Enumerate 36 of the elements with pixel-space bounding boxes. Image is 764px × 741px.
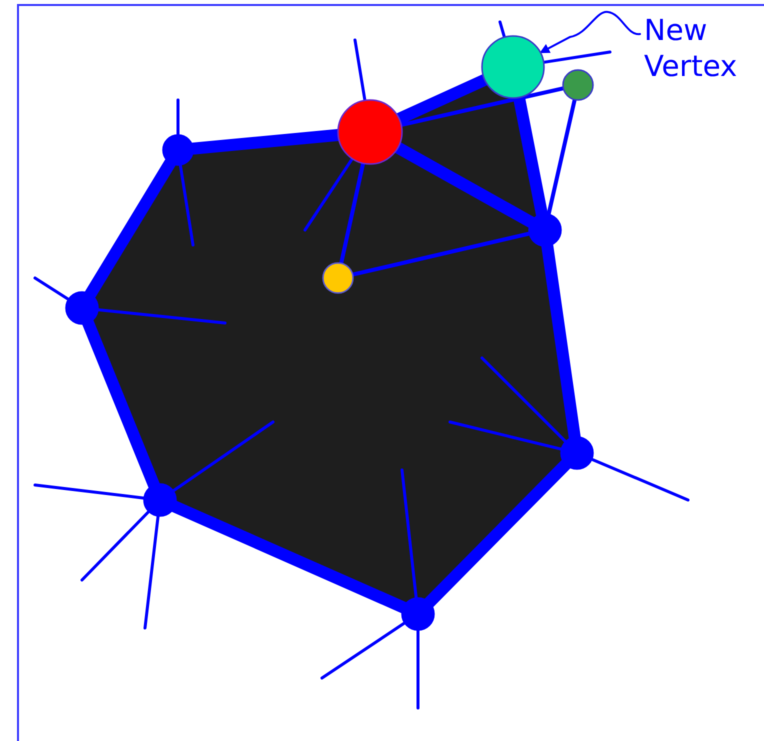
mesh-line: [354, 38, 366, 102]
mesh-line: [96, 308, 226, 324]
vertex-dot: [560, 436, 594, 470]
mesh-line: [339, 161, 366, 266]
vertex-dot: [481, 35, 545, 99]
vertex-dot: [337, 99, 403, 165]
mesh-line: [448, 420, 563, 451]
mesh-line: [498, 20, 506, 39]
vertex-dot: [162, 134, 194, 166]
callout-label: New Vertex: [644, 12, 738, 84]
mesh-line: [590, 458, 690, 502]
vertex-dot: [528, 213, 562, 247]
mesh-line: [172, 420, 274, 492]
vertex-dot: [562, 69, 594, 101]
mesh-edge: [423, 458, 572, 609]
mesh-line: [34, 484, 146, 500]
mesh-line: [400, 468, 418, 600]
mesh-line: [176, 98, 180, 136]
vertex-dot: [401, 597, 435, 631]
mesh-line: [480, 356, 568, 444]
vertex-dot: [143, 483, 177, 517]
vertex-dot: [65, 291, 99, 325]
mesh-line: [542, 50, 612, 64]
vertex-dot: [322, 262, 354, 294]
mesh-line: [320, 621, 406, 680]
mesh-line: [80, 510, 150, 582]
mesh-line: [144, 514, 160, 630]
mesh-line: [34, 276, 70, 301]
mesh-line: [546, 98, 577, 216]
mesh-line: [350, 232, 532, 277]
mesh-line: [399, 86, 566, 127]
leader-line: [539, 11, 641, 54]
mesh-edge: [84, 156, 176, 300]
mesh-line: [304, 157, 354, 232]
mesh-line: [416, 628, 420, 710]
mesh-line: [178, 163, 194, 246]
